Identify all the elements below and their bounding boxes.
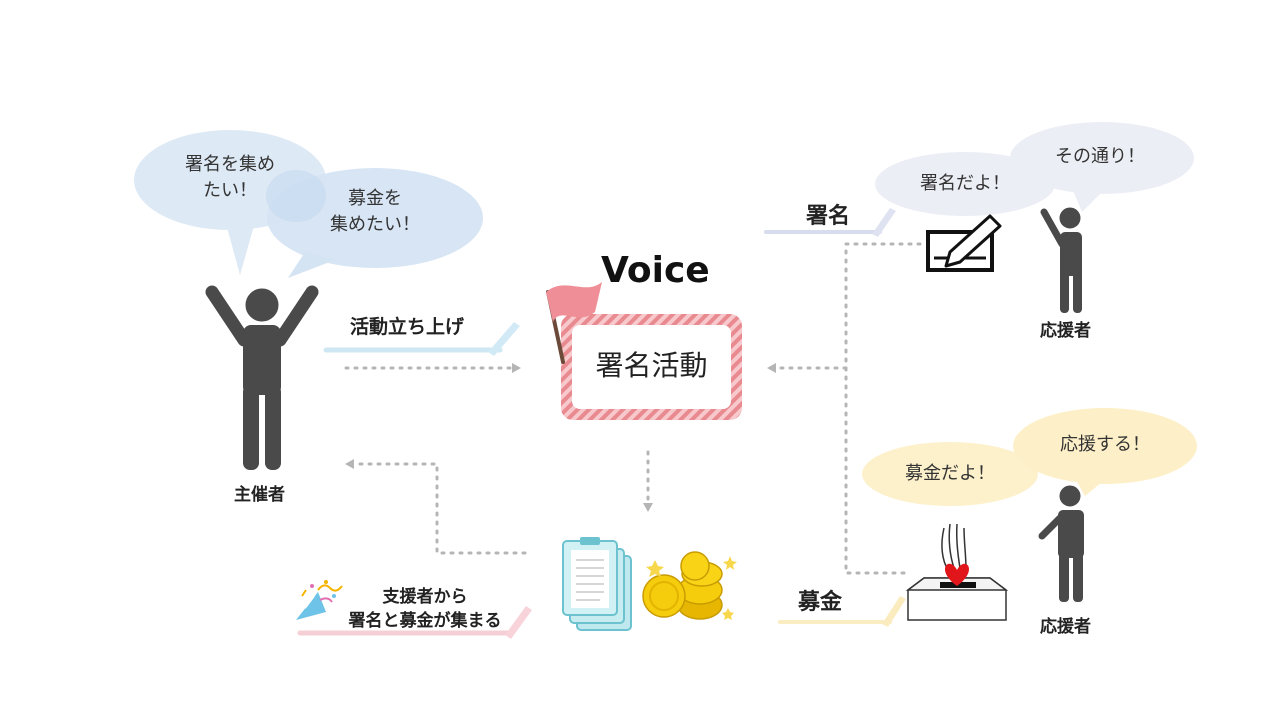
launch-label: 活動立ち上げ <box>350 316 465 338</box>
collect-label-line2: 署名と募金が集まる <box>348 611 502 631</box>
coins-icon <box>642 551 737 620</box>
signature-board-icon <box>926 214 1002 272</box>
supporter-top-label: 応援者 <box>1040 321 1091 341</box>
party-popper-icon <box>296 580 343 620</box>
signature-documents-icon <box>562 537 632 631</box>
supporter-top-bubble-1 <box>875 152 1055 216</box>
supporter-top-bubble-2 <box>1010 122 1194 212</box>
organizer-label: 主催者 <box>234 485 285 505</box>
organizer-bubble-1-text: 署名を集め たい！ <box>185 154 275 201</box>
signature-label: 署名 <box>806 204 851 229</box>
supporter-bottom-bubble-1-text: 募金だよ！ <box>905 463 995 484</box>
supporter-bottom-bubble-2-text: 応援する！ <box>1060 434 1150 455</box>
supporter-bottom-label: 応援者 <box>1040 617 1091 637</box>
donation-box-icon <box>905 523 1009 621</box>
supporter-top-bubble-1-text: 署名だよ！ <box>920 173 1010 194</box>
flag-icon <box>546 282 602 364</box>
supporter-bottom-figure-icon <box>1038 485 1084 602</box>
supporter-top-figure-icon <box>1040 207 1082 313</box>
app-title: Voice <box>601 250 710 291</box>
center-card-label: 署名活動 <box>595 349 708 382</box>
center-card <box>561 314 742 420</box>
supporter-bottom-bubble-1 <box>862 442 1038 506</box>
organizer-bubble-2-text: 募金を 集めたい！ <box>330 188 420 235</box>
supporter-bottom-bubble-2 <box>1013 408 1197 496</box>
supporter-top-bubble-2-text: その通り！ <box>1055 146 1145 167</box>
launch-arrow <box>323 322 521 373</box>
donation-label: 募金 <box>798 590 843 615</box>
collect-label-line1: 支援者から <box>382 587 468 607</box>
organizer-figure-icon <box>205 285 319 470</box>
